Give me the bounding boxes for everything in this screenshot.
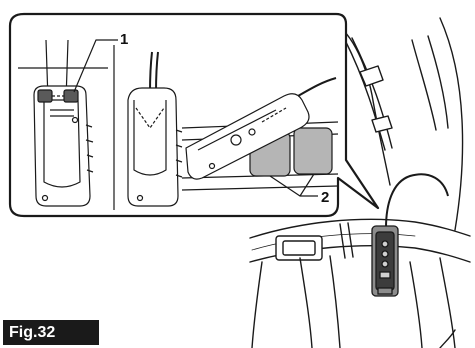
belt-controller [372, 226, 398, 296]
callout-2: 2 [321, 189, 329, 206]
callout-1: 1 [120, 31, 128, 48]
figure-label: Fig.32 [3, 320, 99, 345]
